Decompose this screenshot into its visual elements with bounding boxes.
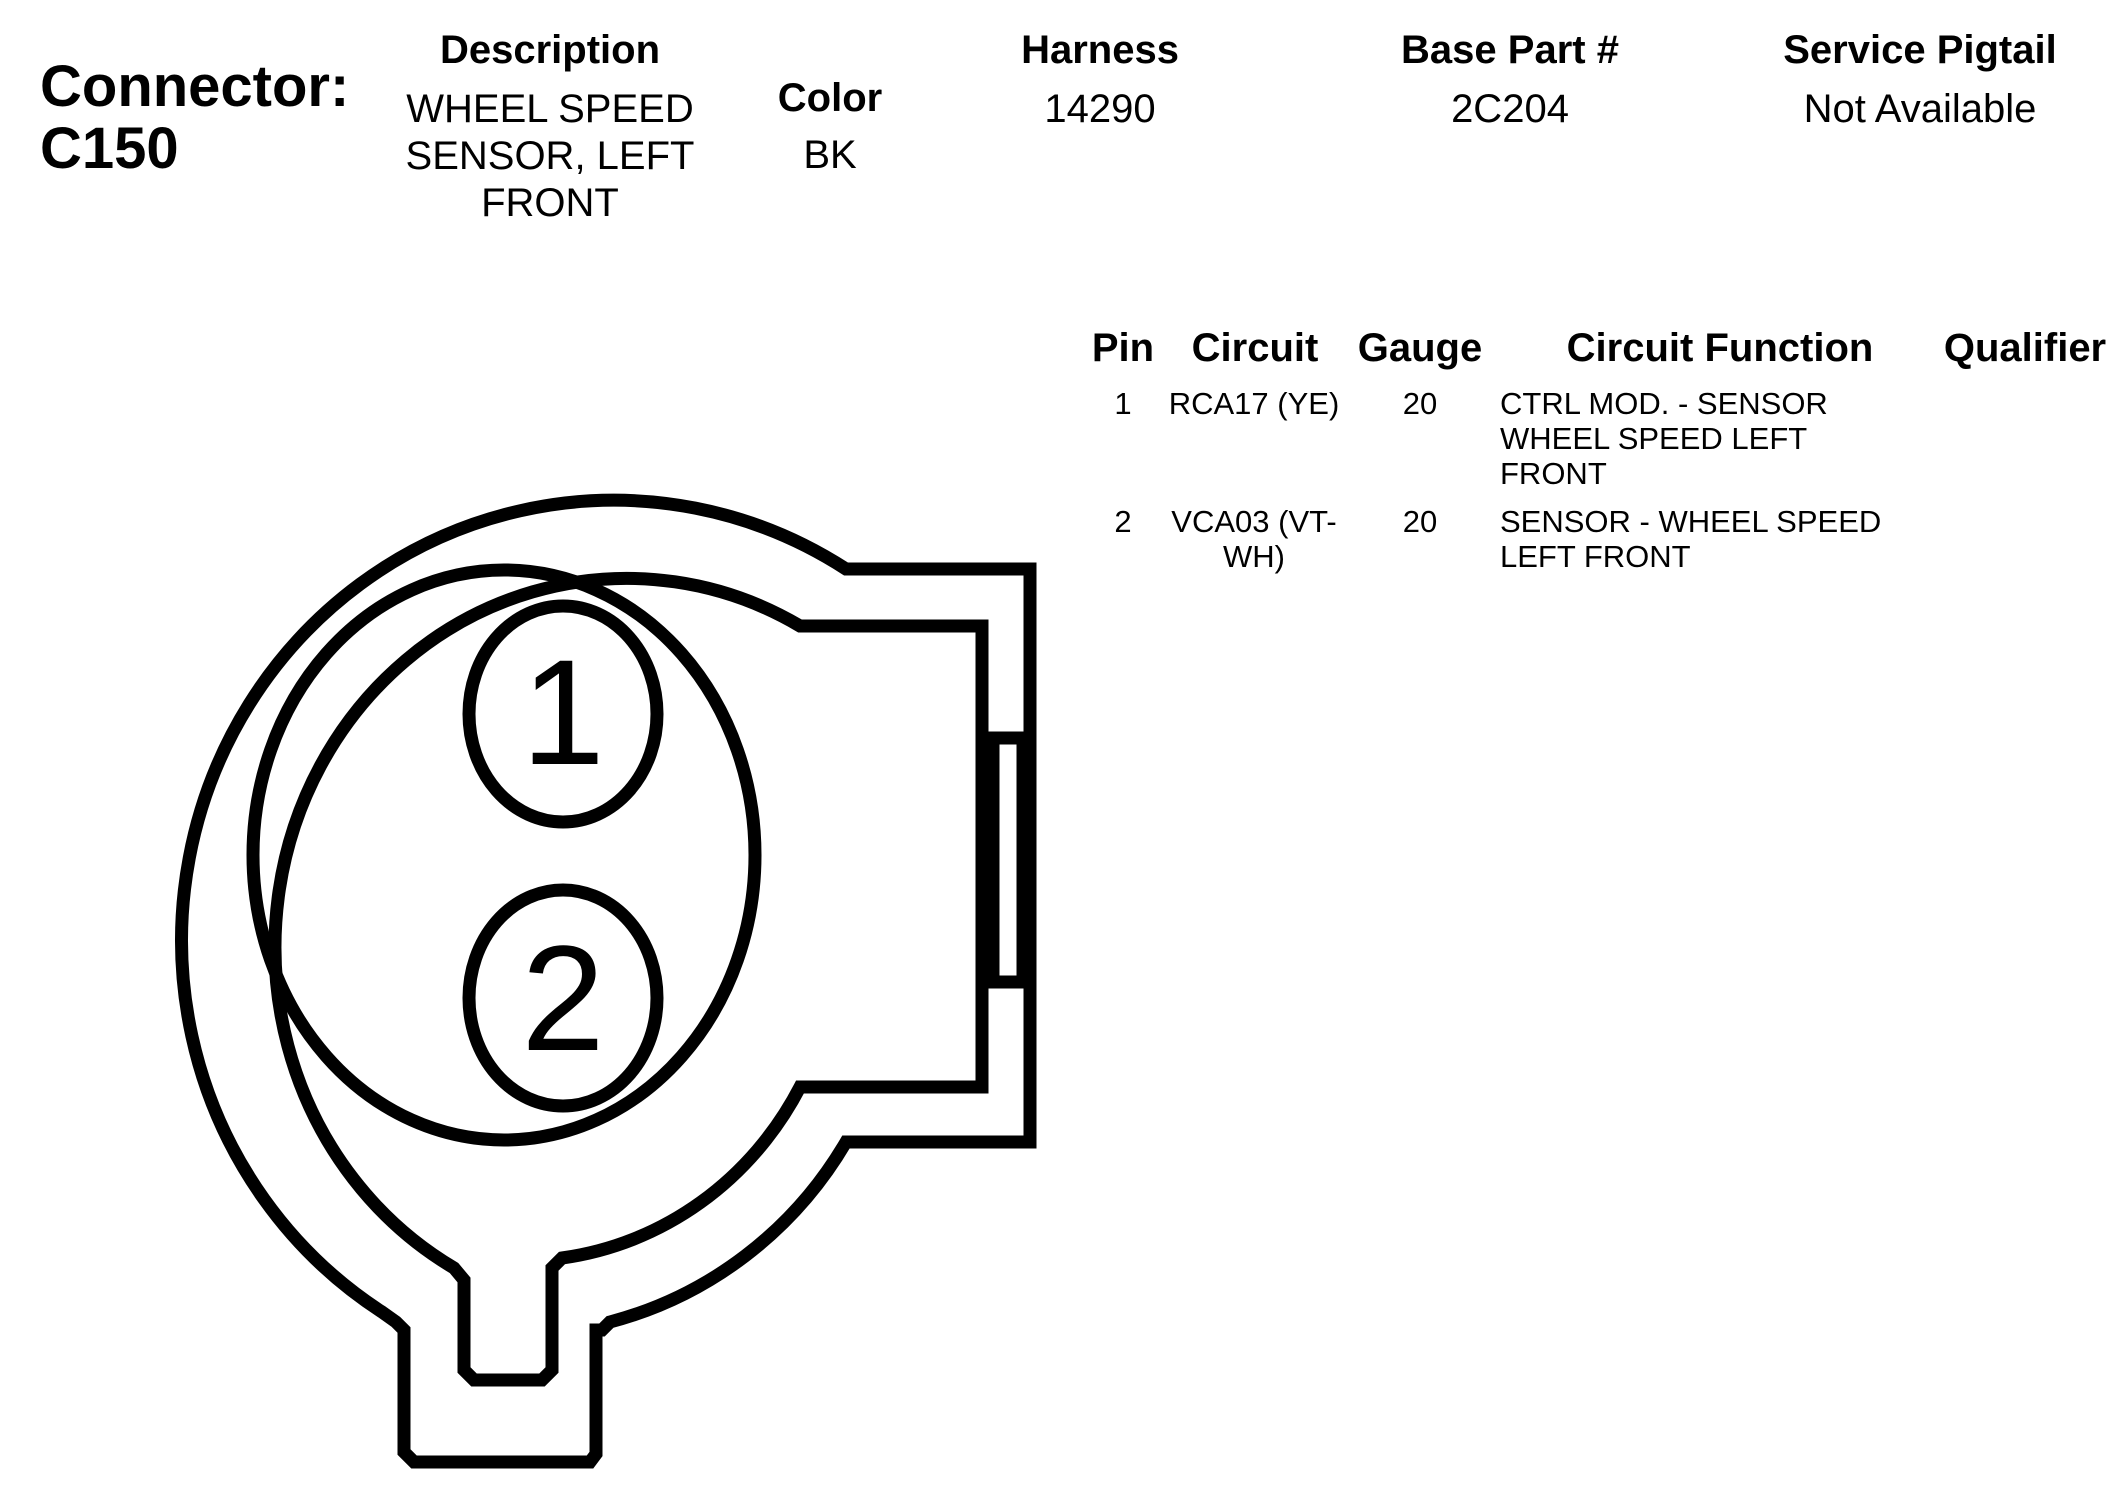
pin-number: 1 [1114,386,1132,421]
connector-mating-face [246,563,762,1147]
pin-circuit-function: SENSOR - WHEEL SPEED LEFT FRONT [1500,504,1882,574]
connector-title: Connector: C150 [40,56,349,180]
service-pigtail-value: Not Available [1803,87,2037,131]
column-header-gauge: Gauge [1357,326,1483,370]
connector-outer-shell [175,493,1037,1469]
column-header-qualifier: Qualifier [1943,326,2107,370]
column-header-circuit: Circuit [1191,326,1319,370]
base-part-value: 2C204 [1451,87,1569,131]
pin-gauge: 20 [1402,386,1438,421]
pin-label-1: 1 [521,628,604,796]
connector-id: C150 [40,116,179,181]
connector-latch [986,731,1030,989]
pin-label-2: 2 [521,914,604,1082]
base-part-label: Base Part # [1401,28,1619,72]
connector-outer-housing [832,580,844,1146]
harness-value: 14290 [1044,87,1156,131]
connector-inner-shell [268,571,989,1387]
description-label: Description [439,28,661,72]
pin-cavity-1 [462,599,664,829]
pin-number: 2 [1114,504,1132,539]
harness-label: Harness [1021,28,1179,72]
service-pigtail-label: Service Pigtail [1783,28,2057,72]
pin-cavity-2 [462,883,664,1113]
pin-gauge: 20 [1402,504,1438,539]
description-value: WHEEL SPEED SENSOR, LEFT FRONT [405,87,695,225]
pin-circuit-function: CTRL MOD. - SENSOR WHEEL SPEED LEFT FRON… [1500,386,1828,491]
pin-circuit: RCA17 (YE) [1168,386,1340,421]
color-value: BK [803,133,857,177]
column-header-circuit-function: Circuit Function [1566,326,1874,370]
connector-face-diagram: 1 2 [175,493,1037,1469]
connector-title-label: Connector: [40,54,350,119]
column-header-pin: Pin [1091,326,1155,370]
color-label: Color [777,76,883,120]
pin-circuit: VCA03 (VT-WH) [1171,504,1337,574]
